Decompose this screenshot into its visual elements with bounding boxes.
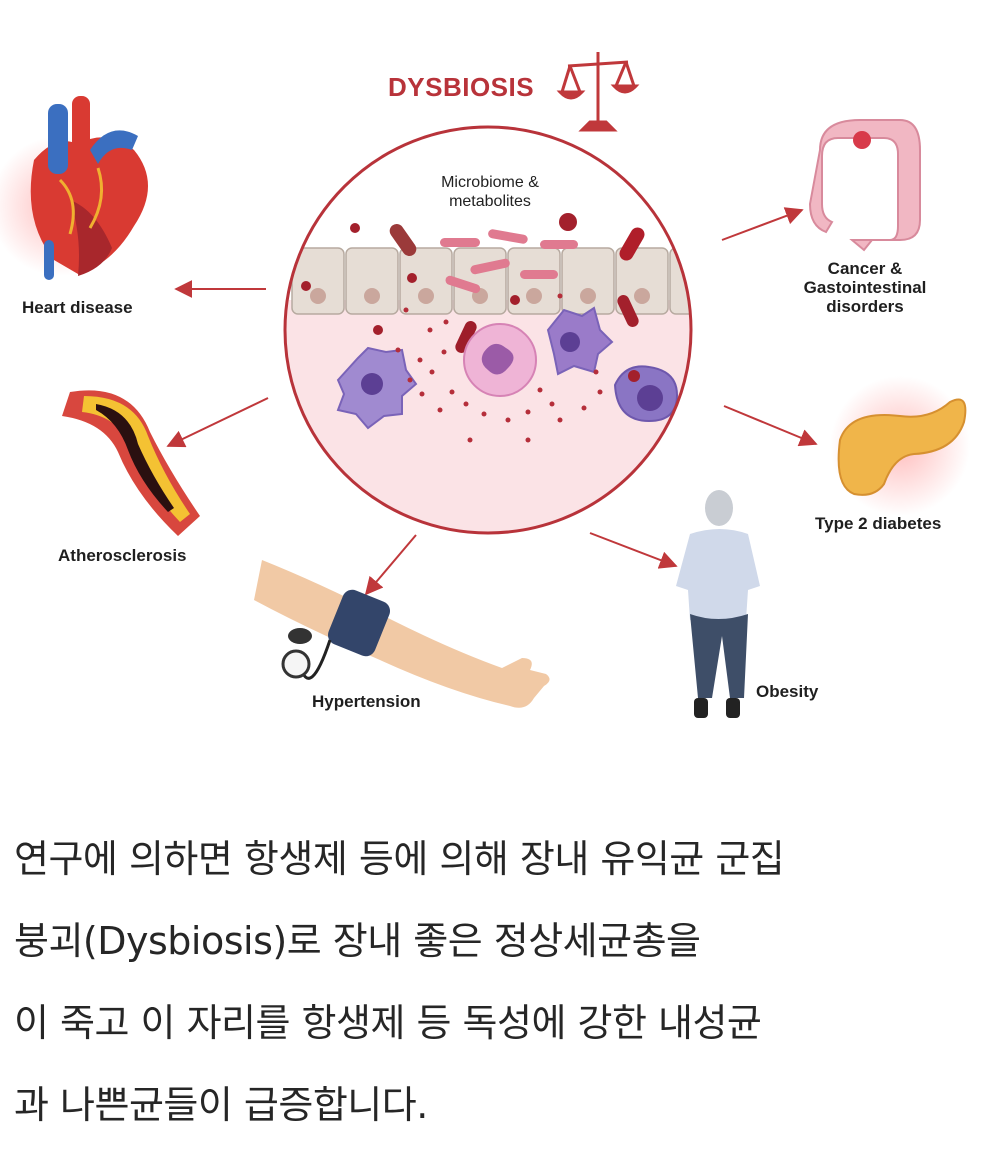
microbiome-label-line: Microbiome & <box>441 174 539 191</box>
blood-pressure-illustration <box>254 560 550 708</box>
artery-illustration <box>62 390 200 536</box>
arrow-hyper <box>364 534 417 596</box>
caption-line: 이 죽고 이 자리를 항생제 등 독성에 강한 내성균 <box>14 1001 762 1045</box>
heart-illustration <box>0 96 148 280</box>
scale-icon <box>556 52 640 132</box>
diagram-title: DYSBIOSIS <box>388 72 535 102</box>
arrow-cancer <box>721 207 804 241</box>
colon-illustration <box>808 119 921 252</box>
obesity-figure <box>676 490 760 718</box>
label-hypertension: Hypertension <box>312 692 421 711</box>
label-cancer-gi: Cancer & Gastointestinal disorders <box>780 259 950 316</box>
microbiome-label-line: metabolites <box>449 193 531 210</box>
immune-cells <box>336 306 679 430</box>
microbiome-label: Microbiome & metabolites <box>420 173 560 211</box>
label-cancer-line: disorders <box>826 297 904 316</box>
diagram-canvas <box>0 52 970 718</box>
arrows <box>166 207 818 596</box>
caption-line: 과 나쁜균들이 급증합니다. <box>14 1083 428 1127</box>
caption-text: 연구에 의하면 항생제 등에 의해 장내 유익균 군집 붕괴(Dysbiosis… <box>14 818 994 1146</box>
pancreas-illustration <box>830 376 970 516</box>
caption-line: 붕괴(Dysbiosis)로 장내 좋은 정상세균총을 <box>14 919 701 963</box>
dysbiosis-diagram: DYSBIOSIS Microbiome & metabolites Heart… <box>0 52 970 718</box>
metabolite-particles <box>395 293 603 443</box>
bacteria <box>301 213 645 353</box>
label-obesity: Obesity <box>756 682 819 701</box>
label-type2-diabetes: Type 2 diabetes <box>815 514 942 533</box>
label-cancer-line: Cancer & <box>827 259 903 278</box>
caption-line: 연구에 의하면 항생제 등에 의해 장내 유익균 군집 <box>14 837 785 881</box>
arrow-obesity <box>589 532 678 569</box>
label-cancer-line: Gastointestinal <box>803 278 927 297</box>
label-atherosclerosis: Atherosclerosis <box>58 546 187 565</box>
arrow-diabetes <box>723 405 818 447</box>
arrow-athero <box>166 397 269 448</box>
label-heart-disease: Heart disease <box>22 298 133 317</box>
